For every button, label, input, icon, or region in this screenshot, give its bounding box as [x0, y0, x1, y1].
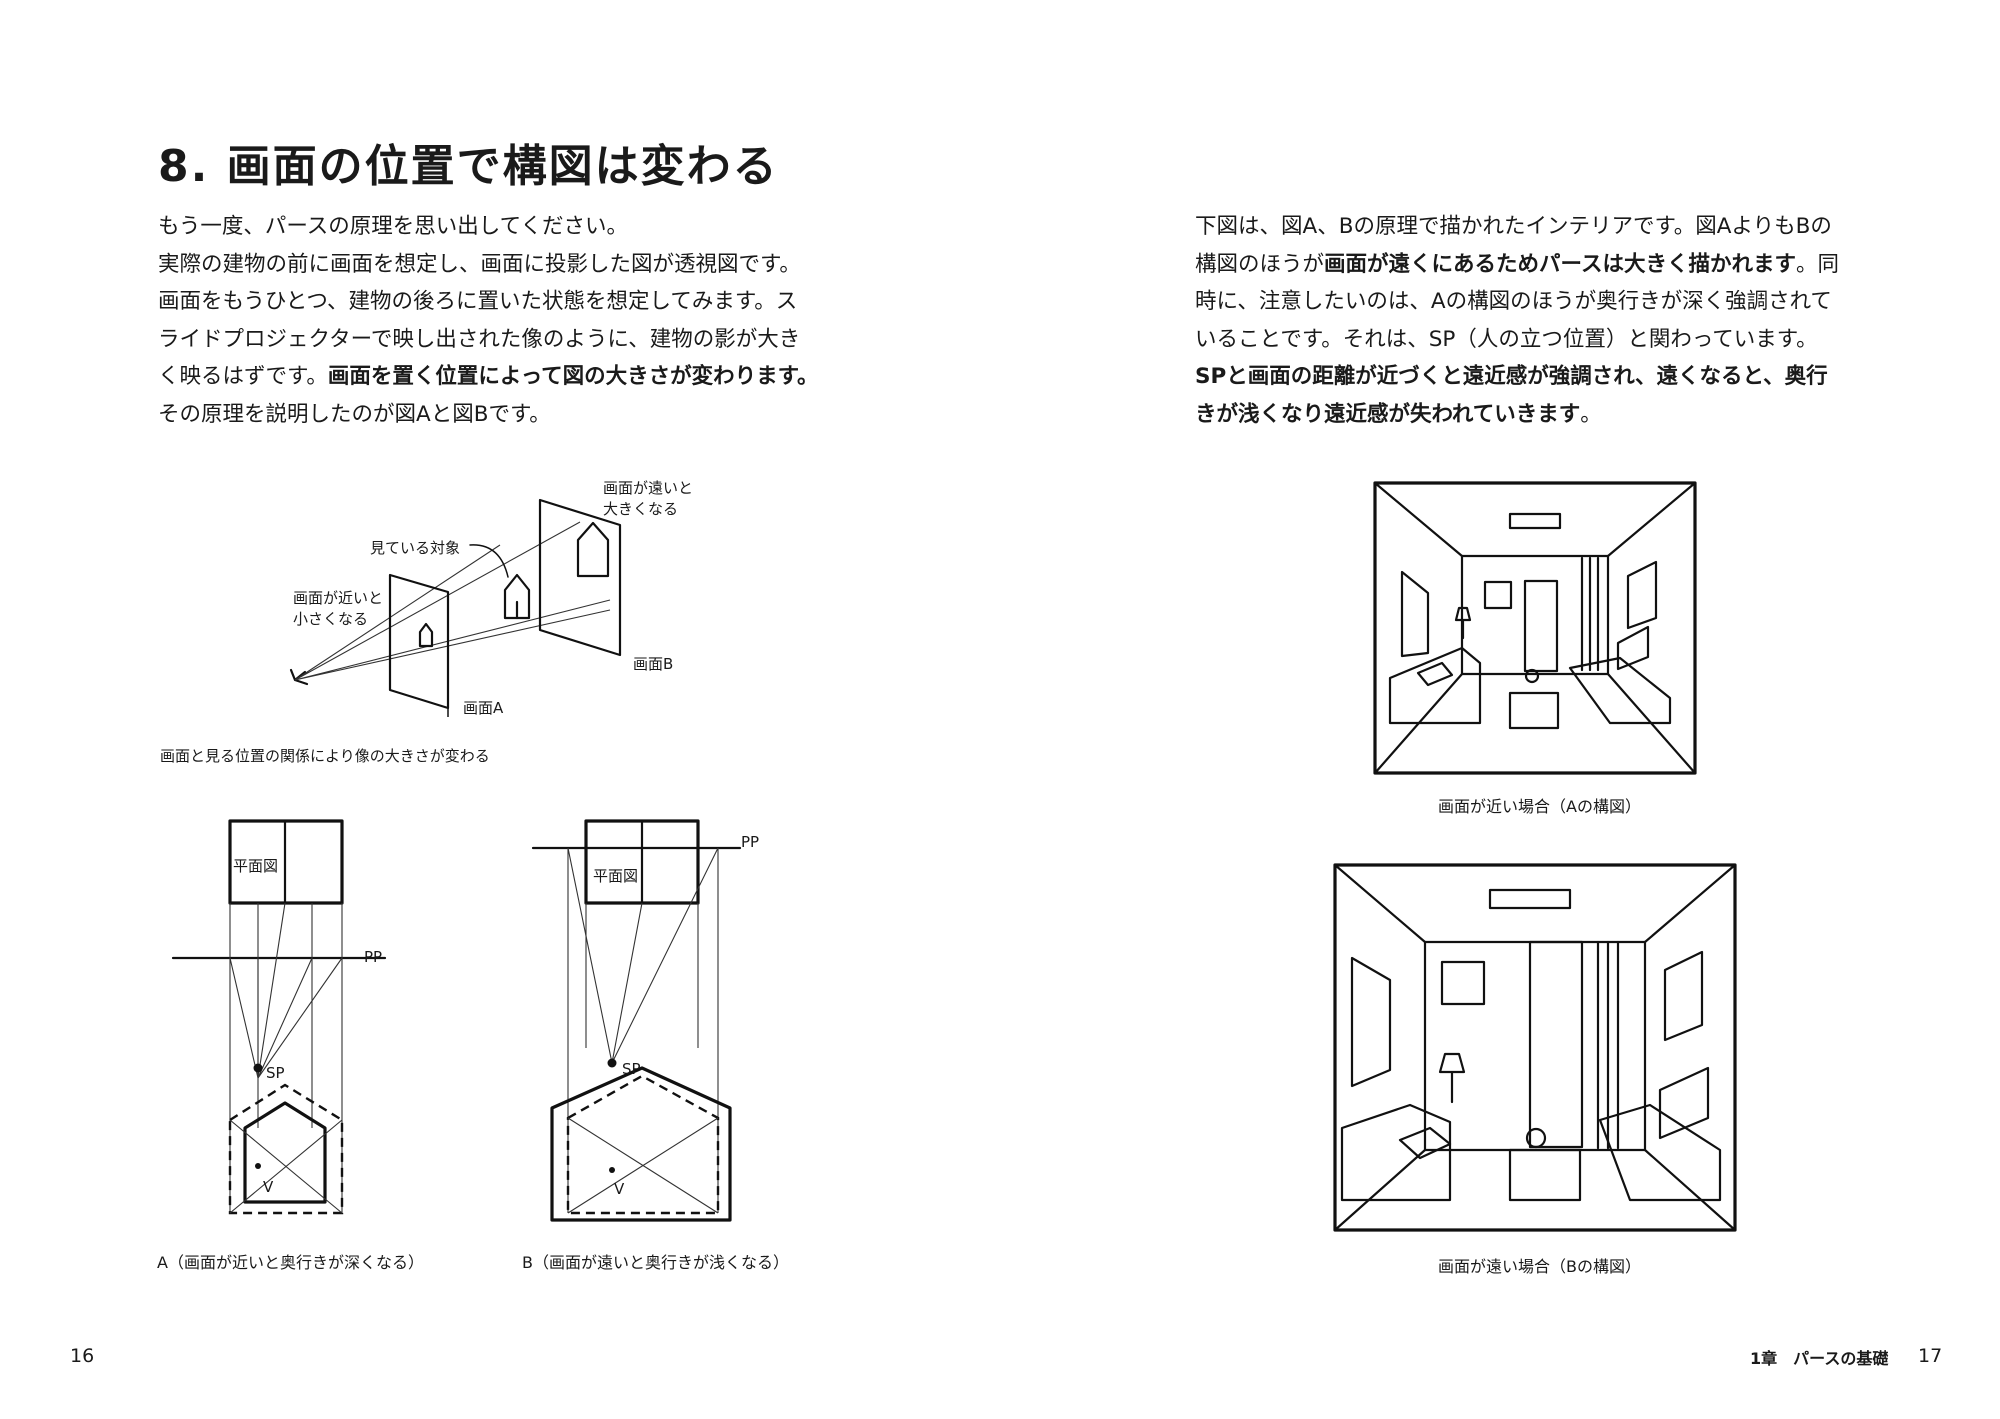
figure-label-object: 見ている対象: [370, 539, 461, 557]
figure-label-near: 画面が近いと小さくなる: [293, 589, 384, 628]
left-line-5: く映るはずです。画面を置く位置によって図の大きさが変わります。: [158, 364, 819, 389]
figure-label-screen-b: 画面B: [633, 655, 674, 673]
interior-sketch-b: [1333, 863, 1737, 1232]
page-number-right: 17: [1918, 1345, 1943, 1367]
figure-a-plan-label: 平面図: [233, 857, 279, 875]
emphasis-text: SPと画面の距離が近づくと遠近感が強調され、遠くなると、奥行: [1195, 364, 1828, 389]
page-number-left: 16: [70, 1345, 95, 1367]
left-line-4: ライドプロジェクターで映し出された像のように、建物の影が大き: [158, 326, 801, 352]
emphasis-text: きが浅くなり遠近感が失われていきます: [1195, 401, 1581, 427]
right-line-6: きが浅くなり遠近感が失われていきます。: [1195, 401, 1602, 427]
figure-label-screen-a: 画面A: [463, 699, 504, 717]
right-line-4: いることです。それは、SP（人の立つ位置）と関わっています。: [1195, 326, 1818, 352]
figure-a-sp-label: SP: [266, 1064, 285, 1082]
left-line-2: 実際の建物の前に画面を想定し、画面に投影した図が透視図です。: [158, 251, 801, 277]
figure-a-pp-label: PP: [364, 948, 383, 966]
right-body-text: 下図は、図A、Bの原理で描かれたインテリアです。図AよりもBの 構図のほうが画面…: [1195, 208, 1839, 433]
figure-b-diagram: [531, 819, 742, 1222]
figure-a-caption: A（画面が近いと奥行きが深くなる）: [157, 1253, 424, 1272]
left-body-text: もう一度、パースの原理を思い出してください。 実際の建物の前に画面を想定し、画面…: [158, 208, 819, 433]
left-line-3: 画面をもうひとつ、建物の後ろに置いた状態を想定してみます。ス: [158, 289, 798, 314]
right-line-3: 時に、注意したいのは、Aの構図のほうが奥行きが深く強調されて: [1195, 289, 1832, 314]
running-footer: 1章 パースの基礎: [1750, 1349, 1889, 1368]
sketch-a-caption: 画面が近い場合（Aの構図）: [1438, 797, 1641, 816]
sketch-b-caption: 画面が遠い場合（Bの構図）: [1438, 1257, 1641, 1276]
figure-b-plan-label: 平面図: [593, 867, 639, 885]
projection-principle-figure: [289, 498, 622, 720]
left-line-1: もう一度、パースの原理を思い出してください。: [158, 214, 628, 239]
figure-b-pp-label: PP: [741, 833, 760, 851]
emphasis-text: 画面が遠くにあるためパースは大きく描かれます: [1324, 251, 1796, 277]
figure-b-caption: B（画面が遠いと奥行きが浅くなる）: [522, 1253, 789, 1272]
right-line-2: 構図のほうが画面が遠くにあるためパースは大きく描かれます。同: [1195, 251, 1839, 277]
page-title: 8. 画面の位置で構図は変わる: [158, 141, 779, 192]
figure-label-far: 画面が遠いと大きくなる: [603, 479, 694, 518]
interior-sketch-a: [1373, 481, 1697, 775]
figure-caption: 画面と見る位置の関係により像の大きさが変わる: [160, 747, 490, 765]
figure-a-diagram: [171, 819, 387, 1215]
emphasis-text: 画面を置く位置によって図の大きさが変わります。: [327, 364, 819, 389]
figure-b-sp-label: SP: [622, 1060, 641, 1078]
figure-a-v-label: V: [263, 1178, 274, 1196]
right-line-5: SPと画面の距離が近づくと遠近感が強調され、遠くなると、奥行: [1195, 358, 1839, 396]
figure-b-v-label: V: [614, 1180, 625, 1198]
right-line-1: 下図は、図A、Bの原理で描かれたインテリアです。図AよりもBの: [1195, 214, 1832, 239]
left-line-6: その原理を説明したのが図Aと図Bです。: [158, 401, 551, 427]
